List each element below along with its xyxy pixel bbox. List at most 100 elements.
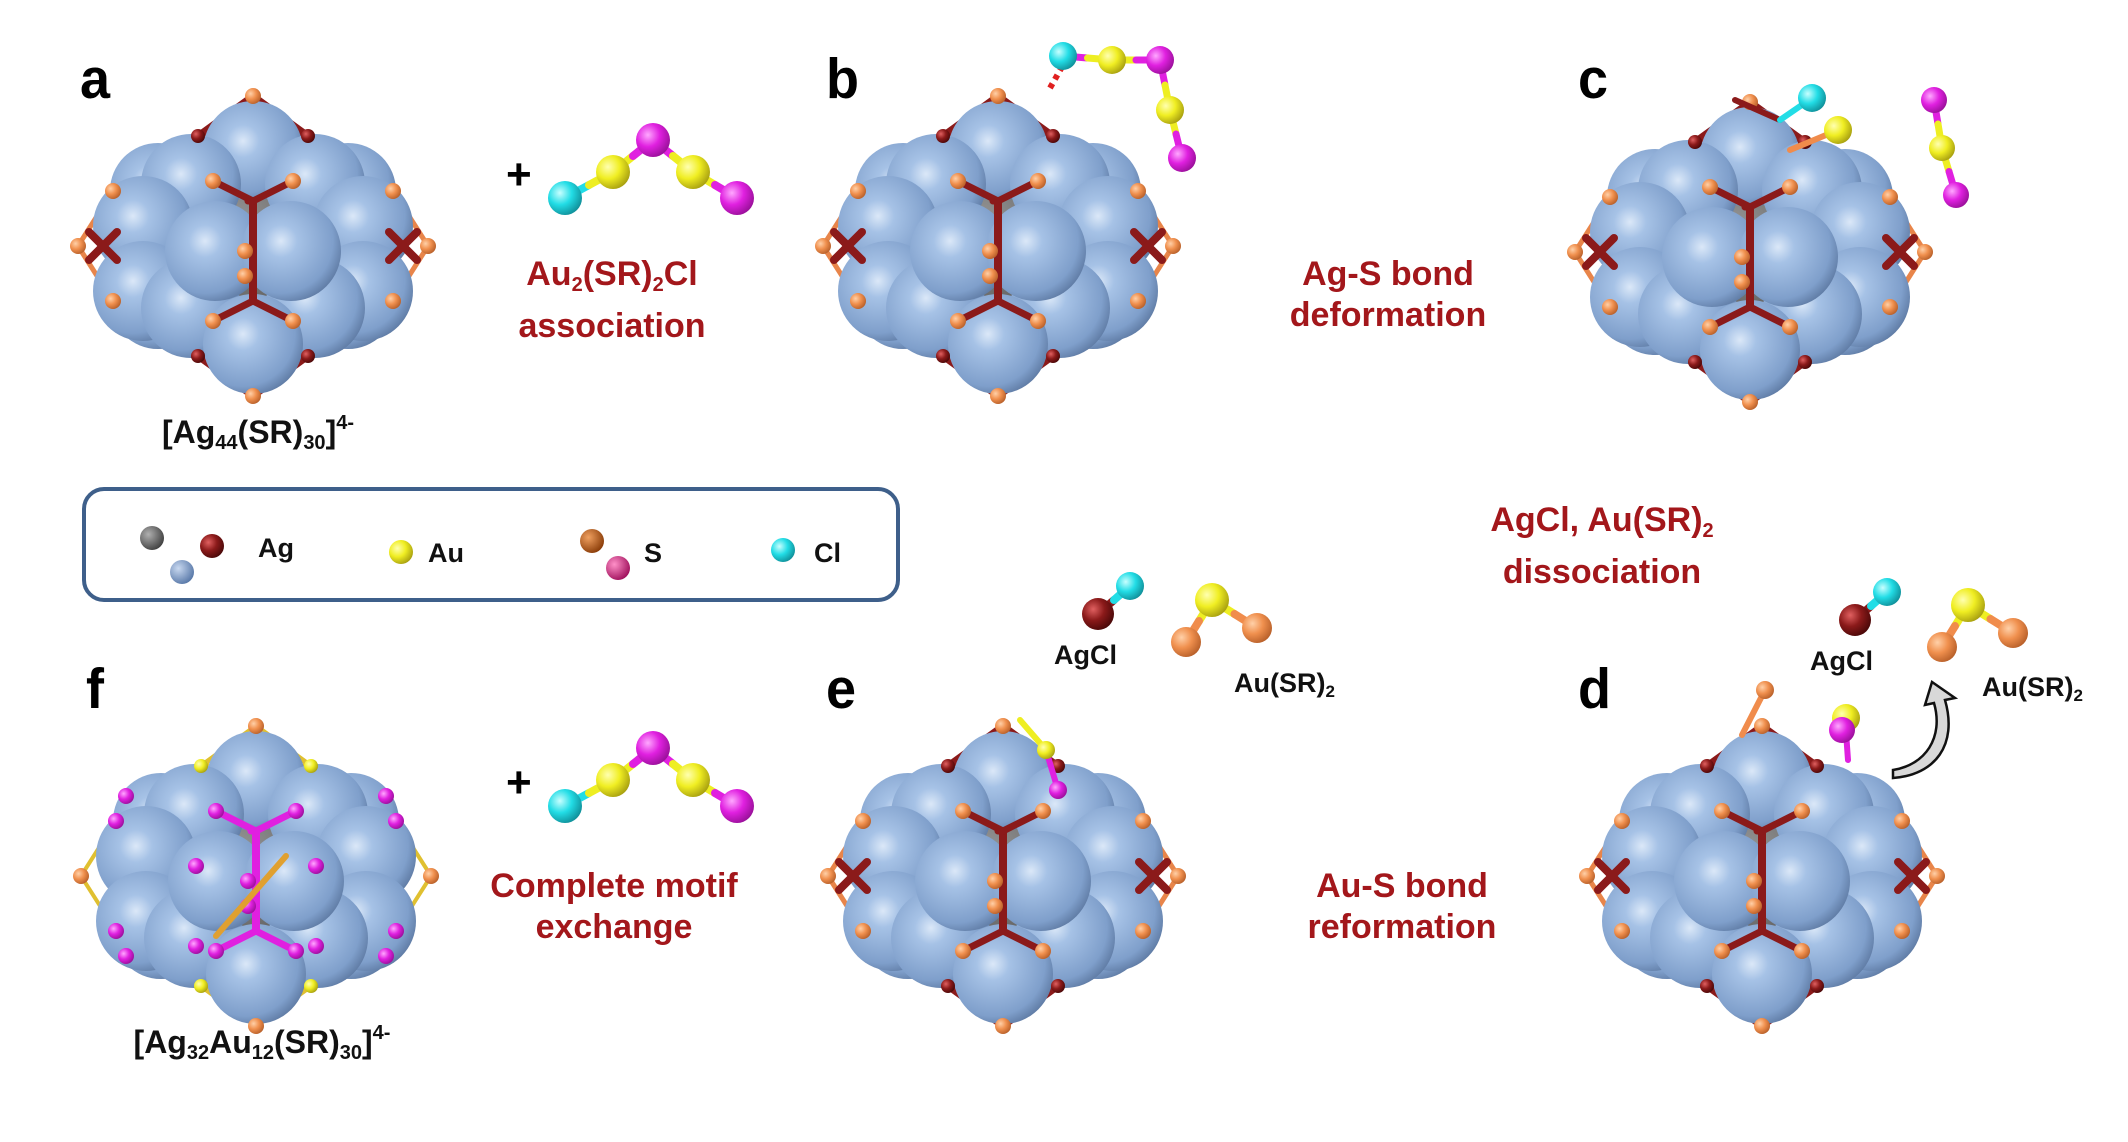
sulfur-atom (1567, 244, 1583, 260)
sulfur-atom (982, 268, 998, 284)
staple-bond (1130, 228, 1166, 264)
step-line1: Au-S bond (1316, 867, 1488, 905)
s-atom (1171, 627, 1201, 657)
atom (1156, 96, 1184, 124)
deforming-fragments-c (1732, 84, 1969, 208)
step-label-association: Au2(SR)2Cl association (518, 254, 705, 347)
step-line2: exchange (535, 908, 693, 946)
au-atom (1824, 116, 1852, 144)
atom (548, 181, 582, 215)
sulfur-atom (955, 943, 971, 959)
formula-part: [Ag (161, 414, 216, 450)
sulfur-atom (1746, 898, 1762, 914)
sulfur-atom (987, 873, 1003, 889)
sulfur-atom (105, 293, 121, 309)
sulfur-atom (118, 788, 134, 804)
sulfur-atom (423, 868, 439, 884)
sulfur-atom (1714, 943, 1730, 959)
ag-staple-atom (941, 759, 955, 773)
ag-staple-atom (1688, 135, 1702, 149)
cluster-a (70, 88, 436, 404)
panel-label-b: b (826, 47, 859, 111)
sulfur-atom (815, 238, 831, 254)
sulfur-atom (1782, 319, 1798, 335)
sulfur-atom (385, 293, 401, 309)
sulfur-atom (108, 923, 124, 939)
ag-shell-atom (244, 831, 344, 931)
sulfur-atom (990, 88, 1006, 104)
legend-label-ag: Ag (258, 533, 294, 563)
ag-staple-atom (301, 129, 315, 143)
species-sub: 2 (1325, 682, 1335, 701)
sulfur-atom (1702, 179, 1718, 195)
step-line1: Complete motif (490, 867, 738, 905)
ag-staple-atom (1046, 349, 1060, 363)
sulfur-atom (245, 88, 261, 104)
staple-bond (385, 228, 421, 264)
inserted-motif-e (1017, 717, 1067, 799)
ag-staple-atom (1051, 979, 1065, 993)
ag-shell-atom (986, 201, 1086, 301)
sulfur-atom (1882, 189, 1898, 205)
sulfur-atom (245, 388, 261, 404)
ag-atom (1839, 604, 1871, 636)
sulfur-atom (285, 313, 301, 329)
byproduct-ausr2-e (1171, 583, 1272, 657)
ag-staple-atom (936, 349, 950, 363)
ag-staple-atom (1810, 979, 1824, 993)
sulfur-atom (188, 938, 204, 954)
s-atom (1829, 717, 1855, 743)
sulfur-atom (1794, 803, 1810, 819)
step-label-deformation: Ag-S bond deformation (1290, 254, 1486, 336)
sulfur-atom (1734, 249, 1750, 265)
curved-arrow-icon (1891, 679, 1959, 780)
ag-staple-atom (941, 979, 955, 993)
legend-s-sphere (580, 529, 604, 553)
cluster-f (73, 718, 439, 1034)
element-legend (82, 487, 900, 602)
atom (1929, 135, 1955, 161)
bond (1732, 97, 1783, 123)
atom (636, 731, 670, 765)
ag-staple-atom (1700, 979, 1714, 993)
sulfur-atom (378, 948, 394, 964)
sulfur-atom (308, 858, 324, 874)
sulfur-atom (248, 718, 264, 734)
s-atom (1242, 613, 1272, 643)
legend-ag-staple-sphere (200, 534, 224, 558)
formula-part: Au (209, 1024, 252, 1060)
step-line1: Ag-S bond (1302, 255, 1474, 293)
staple-bond (1582, 234, 1618, 270)
sulfur-atom (955, 803, 971, 819)
staple-bond (1594, 858, 1630, 894)
byproduct-agcl-label-e: AgCl (1054, 640, 1117, 670)
sulfur-atom (1742, 394, 1758, 410)
sulfur-atom (70, 238, 86, 254)
sulfur-atom (188, 858, 204, 874)
sulfur-atom (378, 788, 394, 804)
ag-shell-atom (1738, 207, 1838, 307)
staple-bond (830, 228, 866, 264)
staple-bond (85, 228, 121, 264)
sulfur-atom (990, 388, 1006, 404)
front-staple (1702, 179, 1798, 335)
formula-part: [Ag (133, 1024, 187, 1060)
sulfur-atom (995, 718, 1011, 734)
plus-sign-a-to-b: + (506, 150, 532, 199)
sulfur-atom (850, 183, 866, 199)
sulfur-atom (1170, 868, 1186, 884)
sulfur-atom (855, 923, 871, 939)
front-staple (955, 803, 1051, 959)
front-staple (1714, 803, 1810, 959)
byproduct-ausr2-label-d: Au(SR)2 (1982, 672, 2083, 706)
staple-bond (213, 853, 289, 939)
staple-bond (1135, 858, 1171, 894)
atom (676, 763, 710, 797)
ag-shell-atom (241, 201, 341, 301)
byproduct-ausr2-label-e: Au(SR)2 (1234, 668, 1335, 702)
step-text: Au (526, 255, 572, 293)
sulfur-atom (1135, 923, 1151, 939)
formula-sub: 30 (303, 432, 326, 454)
cluster-c (1567, 94, 1933, 410)
